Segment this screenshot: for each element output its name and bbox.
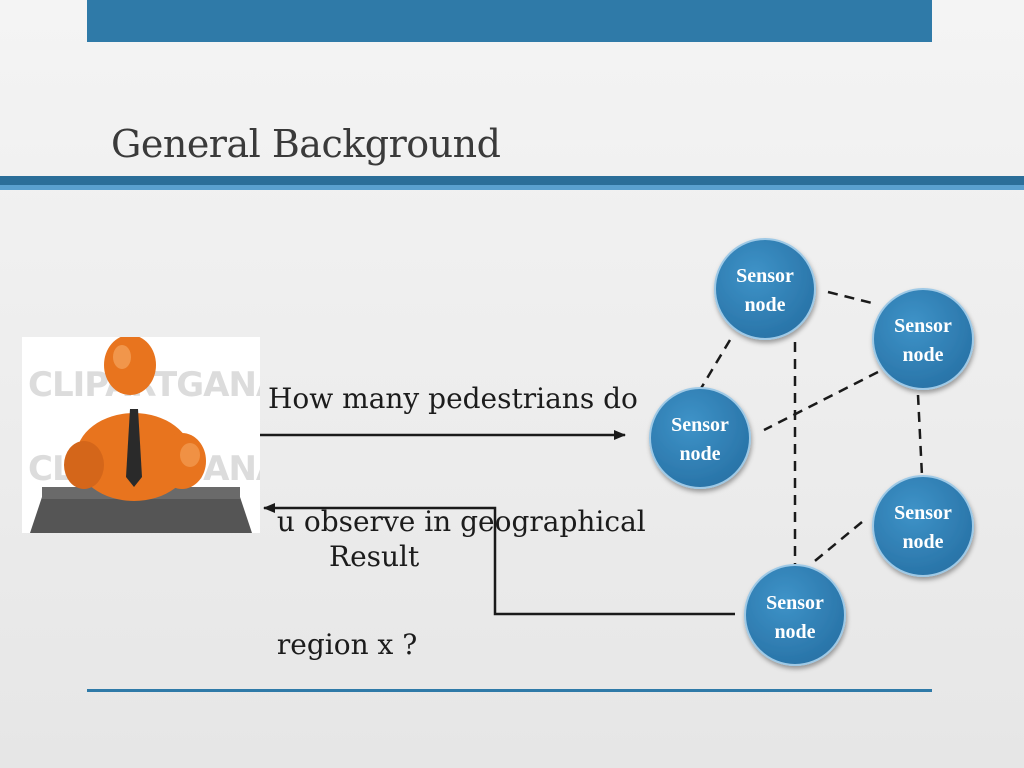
title-divider: [0, 176, 1024, 185]
node-label-line1: Sensor: [766, 592, 824, 614]
speaker-clipart: CLIPARTGANA CLIPARTGANA: [22, 337, 260, 533]
question-text: How many pedestrians do u observe in geo…: [268, 296, 668, 706]
node-label-line2: node: [902, 344, 943, 366]
speaker-figure-icon: [30, 337, 252, 533]
node-label-line1: Sensor: [671, 414, 729, 436]
node-label-line1: Sensor: [894, 315, 952, 337]
title-divider-highlight: [0, 185, 1024, 190]
node-label-line1: Sensor: [736, 265, 794, 287]
sensor-node-top: Sensor node: [714, 238, 816, 340]
link-n2-n3: [763, 370, 879, 432]
footer-divider: [87, 689, 932, 692]
sensor-node-left: Sensor node: [649, 387, 751, 489]
link-n1-n2: [827, 290, 873, 305]
question-line-2: u observe in geographical: [268, 505, 646, 538]
result-label: Result: [329, 540, 420, 573]
sensor-node-right-lower: Sensor node: [872, 475, 974, 577]
header-bar: [87, 0, 932, 42]
node-label-line1: Sensor: [894, 502, 952, 524]
sensor-node-bottom: Sensor node: [744, 564, 846, 666]
question-line-3: region x ?: [268, 628, 418, 661]
result-arrow: [263, 503, 735, 616]
sensor-node-right-upper: Sensor node: [872, 288, 974, 390]
link-n4-n5: [809, 521, 863, 566]
node-label-line2: node: [774, 621, 815, 643]
link-n1-n3: [698, 339, 732, 391]
node-label-line2: node: [679, 443, 720, 465]
link-n2-n4: [916, 394, 924, 477]
slide-title: General Background: [111, 122, 501, 166]
question-line-1: How many pedestrians do: [268, 382, 638, 415]
node-label-line2: node: [744, 294, 785, 316]
node-label-line2: node: [902, 531, 943, 553]
